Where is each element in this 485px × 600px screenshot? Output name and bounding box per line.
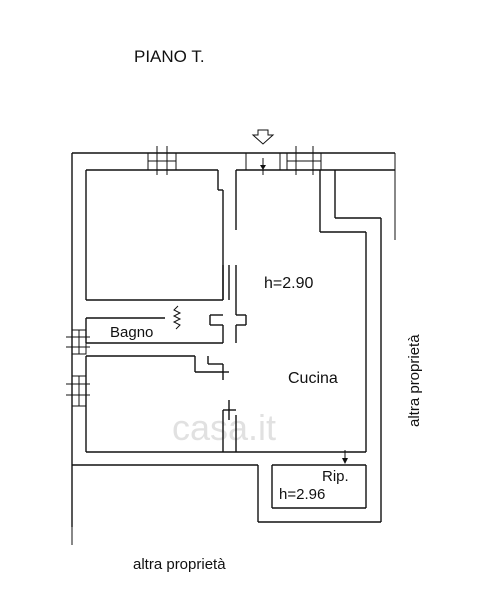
watermark: casa.it (172, 407, 276, 448)
neighbor-label-bottom: altra proprietà (133, 556, 226, 573)
window-left-lower (66, 375, 90, 407)
window-left-bagno (66, 329, 90, 355)
height-label-main: h=2.90 (264, 275, 313, 292)
radiator-icon (172, 305, 182, 330)
room-label-bagno: Bagno (110, 324, 153, 341)
entrance-door (245, 152, 281, 175)
rip-door-arrow-icon (342, 450, 348, 464)
window-top-left (147, 146, 177, 175)
window-top-right (286, 146, 322, 175)
entrance-arrow-icon (251, 129, 275, 145)
room-label-cucina: Cucina (288, 370, 338, 387)
interior-walls (86, 170, 247, 452)
height-label-ripostiglio: h=2.96 (279, 486, 325, 503)
neighbor-label-right: altra proprietà (406, 334, 423, 427)
room-label-ripostiglio: Rip. (322, 468, 349, 485)
page-title: PIANO T. (134, 47, 205, 66)
